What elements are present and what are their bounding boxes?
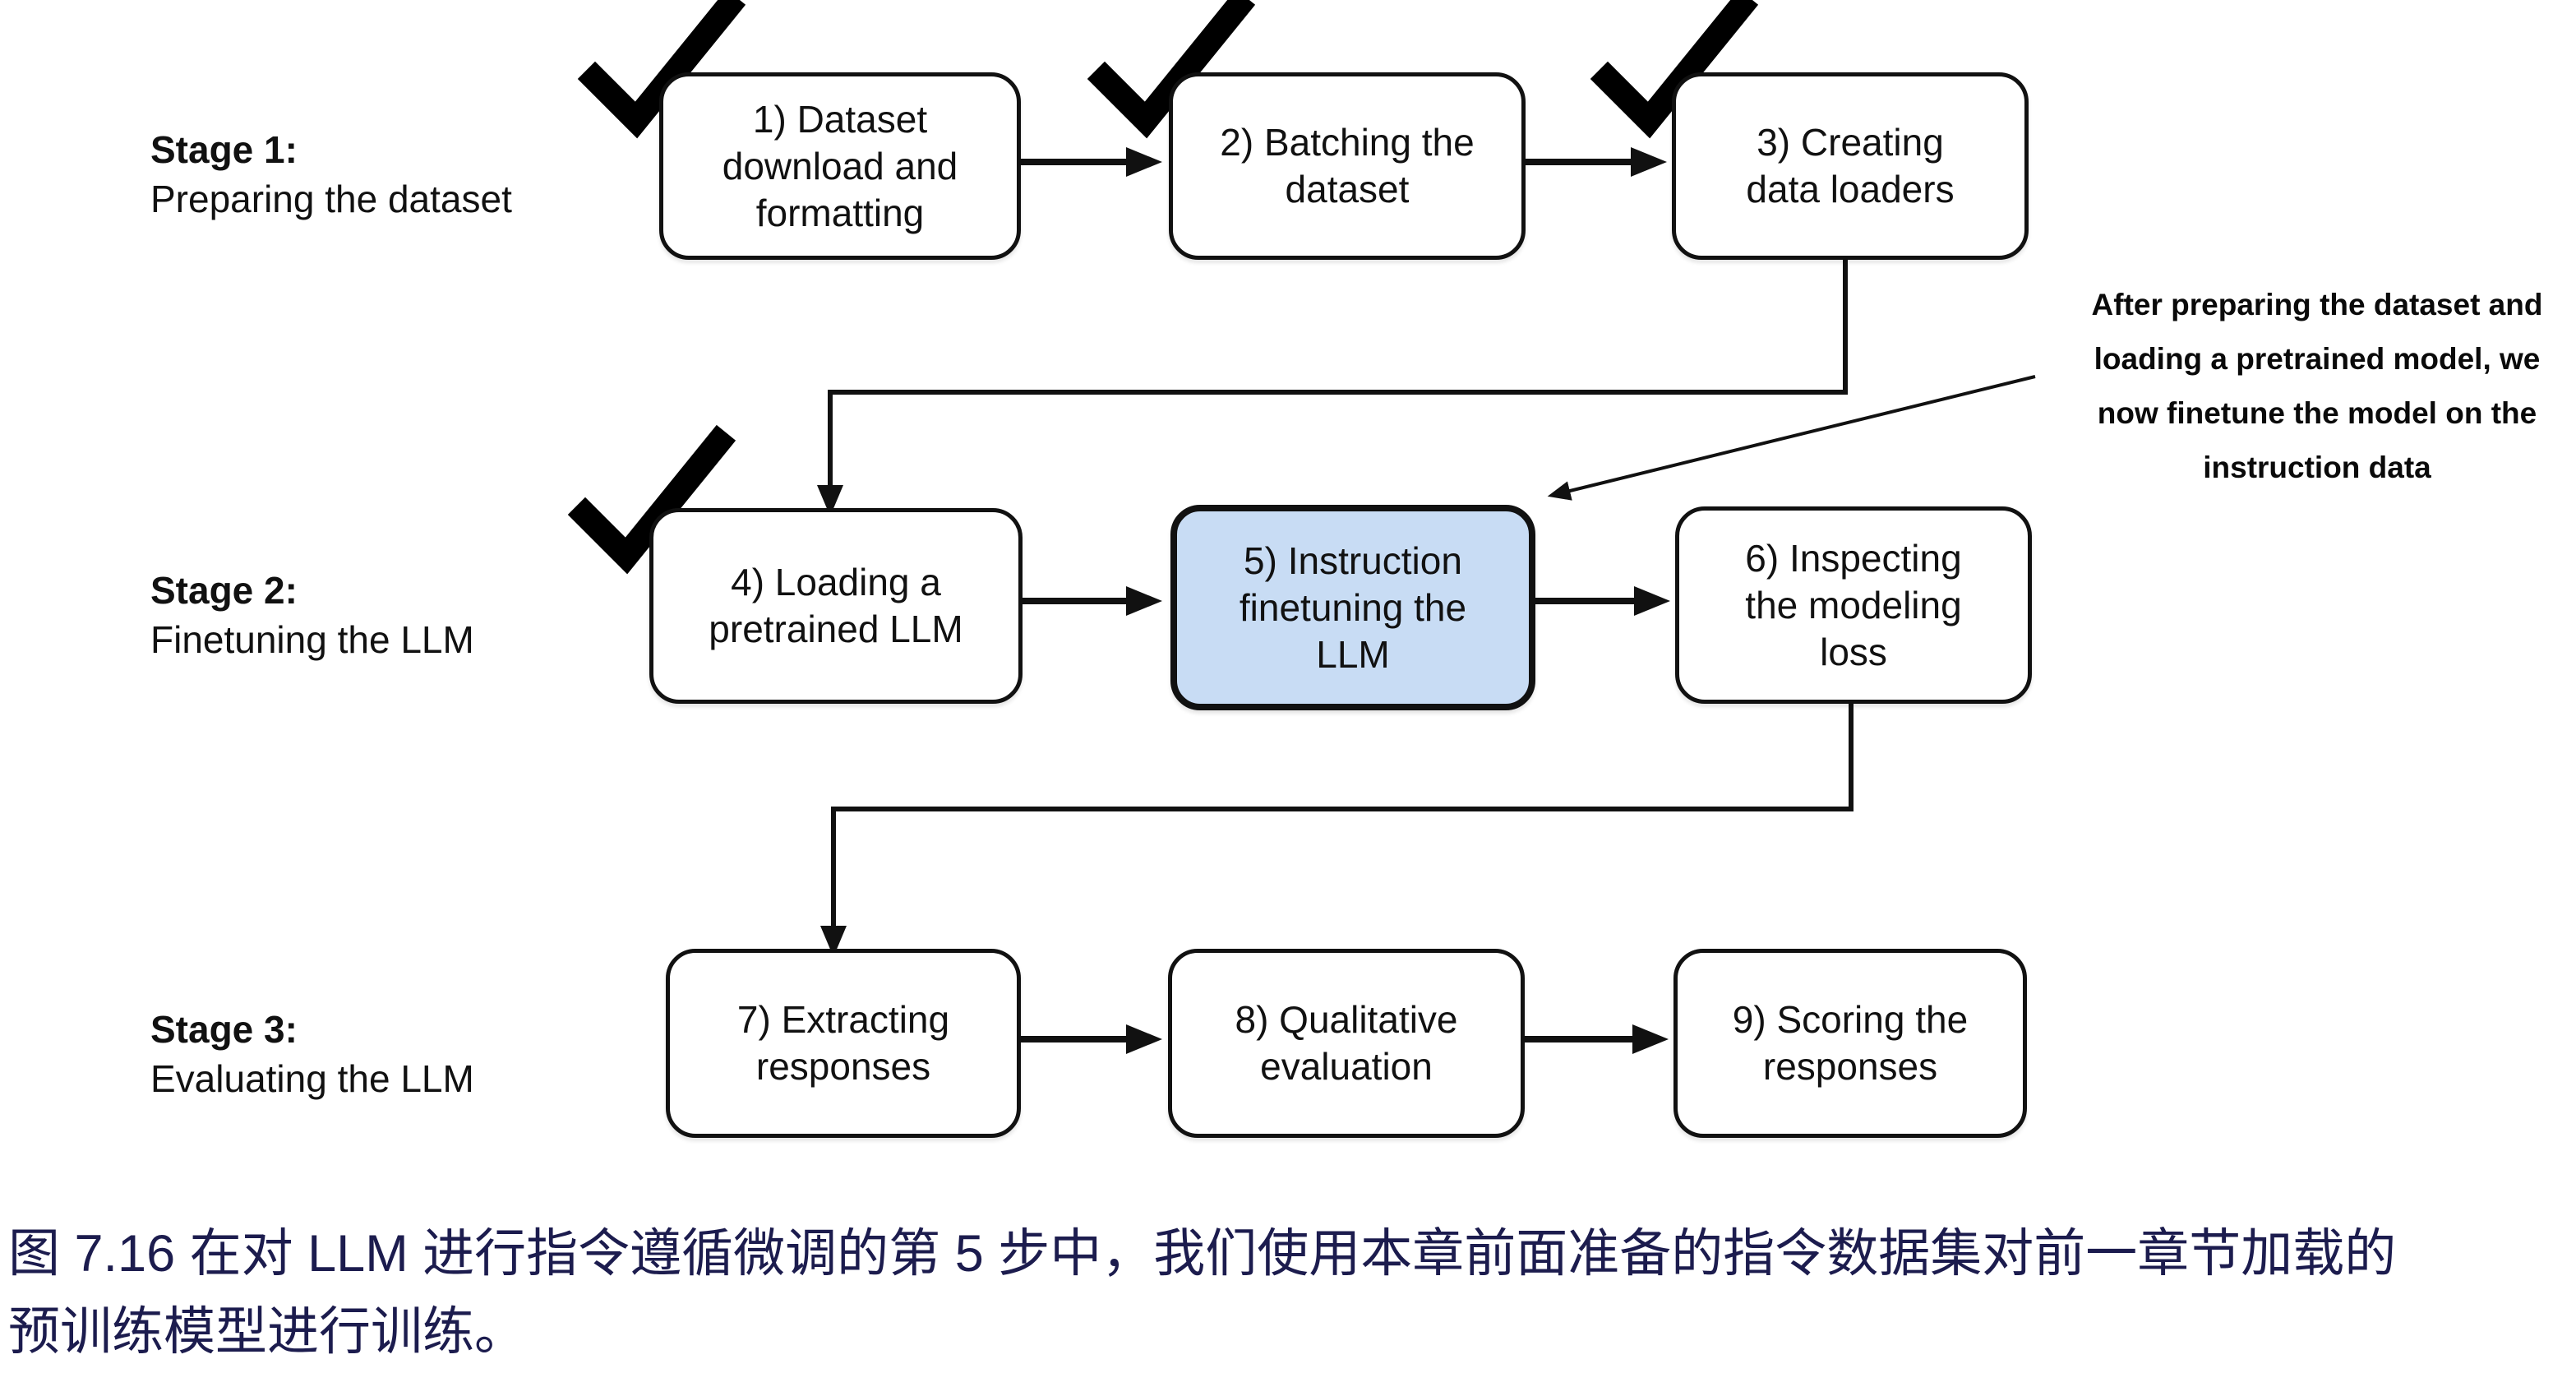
process-box-8-label: 8) Qualitative evaluation xyxy=(1235,998,1458,1088)
process-box-3-data-loaders: 3) Creating data loaders xyxy=(1672,72,2029,260)
stage-2-label: Stage 2: Finetuning the LLM xyxy=(150,566,474,664)
elbow-box3-box4 xyxy=(817,253,1848,516)
process-box-2-batching: 2) Batching the dataset xyxy=(1169,72,1526,260)
process-box-2-label: 2) Batching the dataset xyxy=(1220,121,1475,210)
checkmark-icon xyxy=(1590,0,1759,139)
process-box-5-instruction-finetuning: 5) Instruction finetuning the LLM xyxy=(1170,505,1535,710)
checkmark-icon xyxy=(567,424,736,575)
process-box-9-scoring-responses: 9) Scoring the responses xyxy=(1673,949,2027,1138)
process-box-1-dataset-download: 1) Dataset download and formatting xyxy=(659,72,1021,260)
process-box-6-label: 6) Inspecting the modeling loss xyxy=(1745,536,1962,673)
stage-3-label: Stage 3: Evaluating the LLM xyxy=(150,1005,474,1103)
process-box-4-label: 4) Loading a pretrained LLM xyxy=(709,561,963,650)
checkmark-icon xyxy=(577,0,746,139)
process-box-4-loading-pretrained: 4) Loading a pretrained LLM xyxy=(649,508,1023,704)
stage-2-title: Stage 2: xyxy=(150,569,298,612)
process-box-9-label: 9) Scoring the responses xyxy=(1732,998,1969,1088)
process-box-7-extracting-responses: 7) Extracting responses xyxy=(666,949,1021,1138)
annotation-pointer-arrow xyxy=(1547,375,2036,501)
stage-3-subtitle: Evaluating the LLM xyxy=(150,1057,474,1100)
annotation-note: After preparing the dataset and loading … xyxy=(2091,288,2543,484)
stage-3-title: Stage 3: xyxy=(150,1008,298,1051)
process-box-3-label: 3) Creating data loaders xyxy=(1746,121,1955,210)
process-box-1-label: 1) Dataset download and formatting xyxy=(722,97,958,234)
process-box-8-qualitative-evaluation: 8) Qualitative evaluation xyxy=(1168,949,1525,1138)
stage-2-subtitle: Finetuning the LLM xyxy=(150,618,474,661)
elbow-box6-box7 xyxy=(820,697,1854,957)
process-box-5-label: 5) Instruction finetuning the LLM xyxy=(1239,539,1467,676)
figure-caption: 图 7.16 在对 LLM 进行指令遵循微调的第 5 步中，我们使用本章前面准备… xyxy=(8,1225,2397,1361)
process-box-6-inspecting-loss: 6) Inspecting the modeling loss xyxy=(1675,506,2032,704)
stage-1-label: Stage 1: Preparing the dataset xyxy=(150,125,512,224)
stage-1-title: Stage 1: xyxy=(150,128,298,171)
stage-1-subtitle: Preparing the dataset xyxy=(150,178,512,220)
checkmark-icon xyxy=(1087,0,1256,139)
process-box-7-label: 7) Extracting responses xyxy=(736,998,950,1088)
